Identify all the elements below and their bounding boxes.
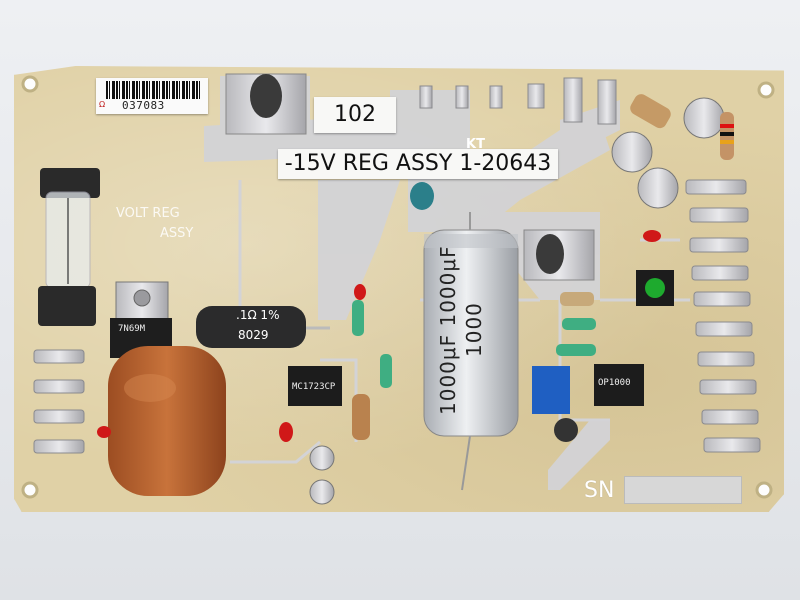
resistor-marking-bottom: 8029 <box>238 328 269 342</box>
electrolytic-capacitor <box>423 212 519 491</box>
small-capacitors <box>97 182 661 442</box>
silk-volt-reg: VOLT REG <box>116 206 180 221</box>
assembly-label: -15V REG ASSY 1-20643 <box>278 149 558 179</box>
transistor-marking: 7N69M <box>118 324 146 334</box>
edge-tabs-right <box>685 179 761 453</box>
silk-assy: ASSY <box>160 226 194 241</box>
led <box>636 270 674 306</box>
mounting-holes <box>21 75 775 499</box>
barcode-number: 037083 <box>122 99 165 112</box>
trimmer-potentiometer <box>532 366 570 414</box>
edge-tabs-left <box>33 349 85 454</box>
film-capacitor <box>108 346 226 496</box>
barcode-mark: Ω <box>99 100 106 109</box>
capacitor-marking: 1000μF 1000μF 1000 <box>436 245 486 415</box>
resistor-marking-top: .1Ω 1% <box>236 308 280 322</box>
power-resistor <box>196 306 330 348</box>
nuts <box>309 445 335 505</box>
ic-chips <box>288 364 644 406</box>
barcode-bars <box>106 81 200 99</box>
kt-logo: KT <box>466 137 485 152</box>
top-transistor <box>225 73 307 135</box>
can-transistors <box>611 97 725 209</box>
top-terminals <box>419 77 617 125</box>
ic-left-marking: MC1723CP <box>292 382 336 392</box>
board-number-label: 102 <box>314 97 396 133</box>
barcode-label: Ω 037083 <box>96 78 208 114</box>
serial-field <box>624 476 742 504</box>
fuse <box>38 168 100 326</box>
ic-right-marking: OP1000 <box>598 378 631 388</box>
mid-transistor <box>523 229 595 281</box>
serial-prefix: SN <box>584 478 615 503</box>
resistors <box>352 94 734 440</box>
